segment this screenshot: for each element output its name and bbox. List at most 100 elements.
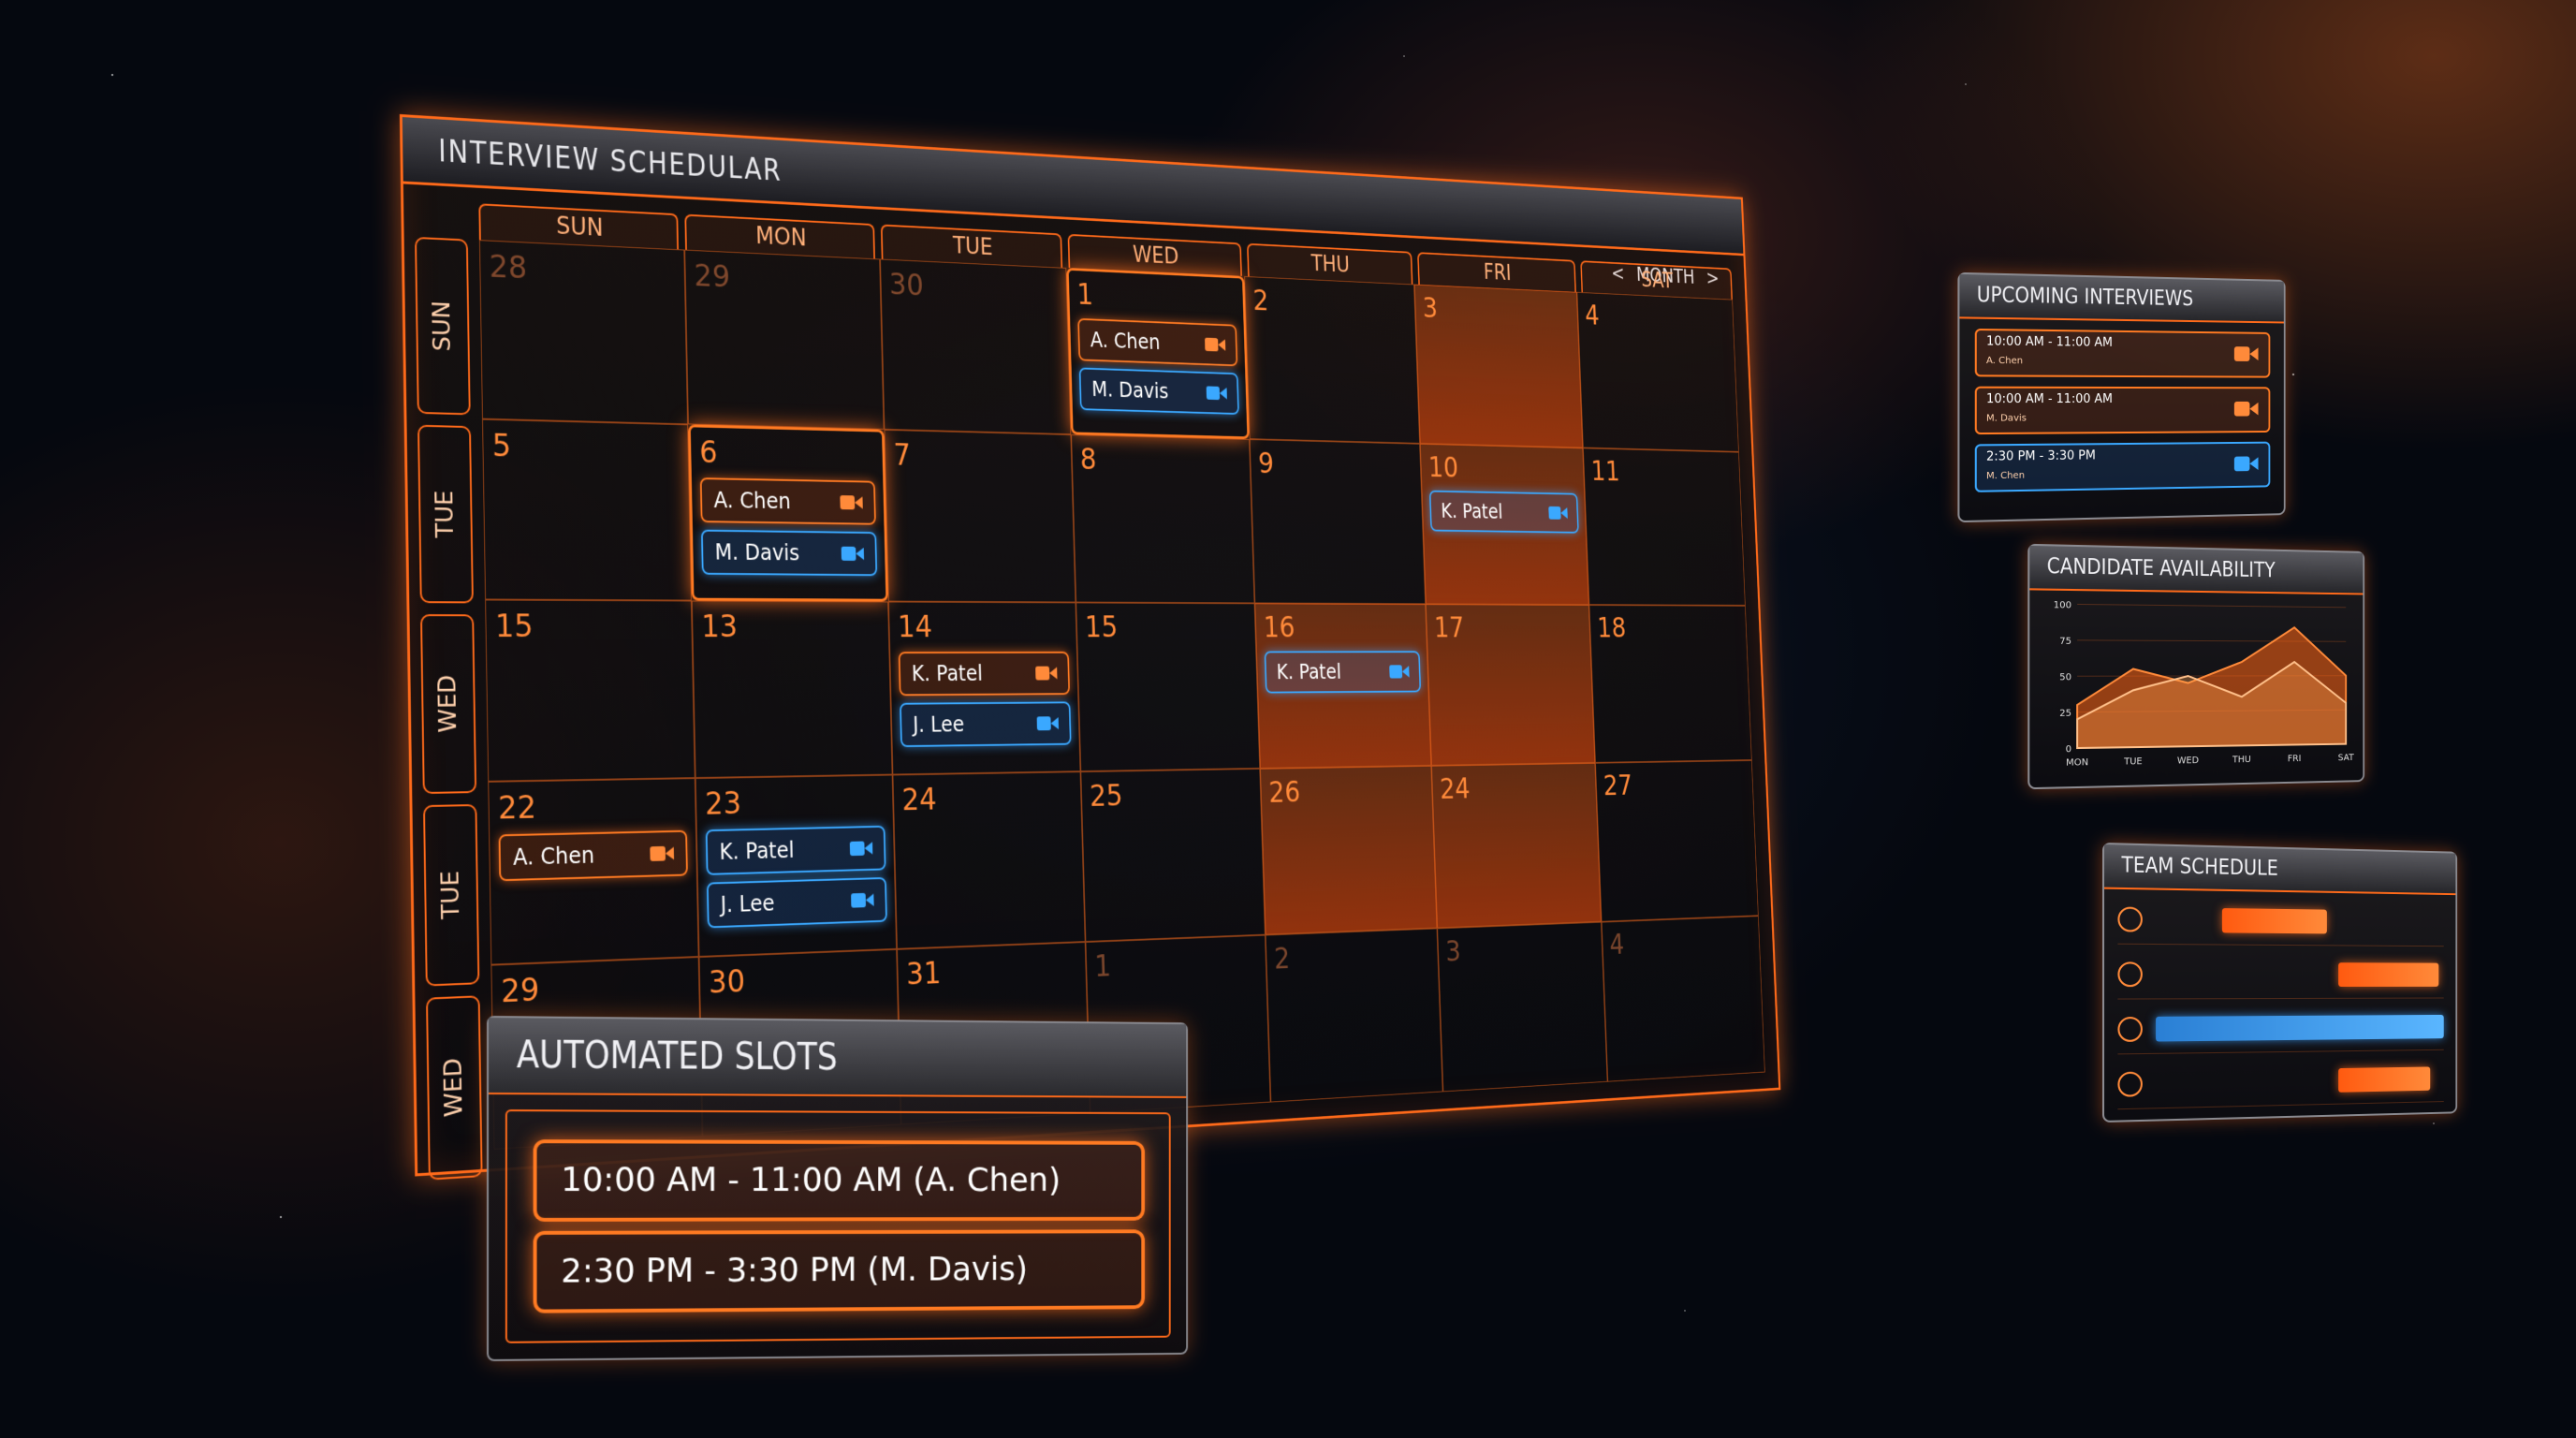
team-schedule-bar[interactable] <box>2337 962 2438 987</box>
interview-event-chip[interactable]: J. Lee <box>706 876 887 929</box>
team-rows <box>2104 895 2455 1110</box>
interview-event-chip[interactable]: K. Patel <box>898 651 1071 697</box>
calendar-day-cell[interactable]: 5 <box>482 418 692 601</box>
calendar-day-cell[interactable]: 13 <box>691 600 893 779</box>
video-camera-icon[interactable] <box>2234 400 2259 418</box>
team-schedule-bar[interactable] <box>2221 908 2327 934</box>
calendar-day-cell[interactable]: 2 <box>1265 928 1443 1103</box>
team-member-row[interactable] <box>2117 895 2444 947</box>
calendar-day-cell[interactable]: 15 <box>1076 602 1261 772</box>
calendar-day-cell[interactable]: 29 <box>684 249 885 430</box>
day-number: 31 <box>905 955 942 993</box>
calendar-day-cell[interactable]: 24 <box>1431 762 1602 929</box>
team-member-row[interactable] <box>2117 949 2444 1000</box>
video-camera-icon[interactable] <box>2234 454 2259 473</box>
automated-slots-title: AUTOMATED SLOTS <box>488 1018 1187 1098</box>
interview-event-chip[interactable]: K. Patel <box>705 825 886 875</box>
video-camera-icon[interactable] <box>1035 665 1058 682</box>
interview-event-chip[interactable]: A. Chen <box>498 829 688 882</box>
video-camera-icon[interactable] <box>2234 345 2259 363</box>
video-camera-icon[interactable] <box>1389 664 1410 681</box>
calendar-day-cell[interactable]: 24 <box>892 771 1086 949</box>
week-label[interactable]: TUE <box>417 424 474 604</box>
interview-event-chip[interactable]: A. Chen <box>699 477 876 525</box>
x-tick-label: MON <box>2066 757 2088 769</box>
calendar-day-cell[interactable]: 4 <box>1601 916 1765 1082</box>
calendar-day-cell[interactable]: 3 <box>1413 284 1584 448</box>
calendar-day-cell[interactable]: 30 <box>880 258 1072 435</box>
calendar-day-cell[interactable]: 9 <box>1249 439 1427 605</box>
week-label[interactable]: WED <box>419 614 477 795</box>
y-tick-label: 0 <box>2066 744 2071 755</box>
video-camera-icon[interactable] <box>1037 714 1060 732</box>
calendar-day-cell[interactable]: 26 <box>1260 765 1438 935</box>
day-number: 22 <box>497 788 537 828</box>
calendar-day-cell[interactable]: 2 <box>1244 275 1420 444</box>
y-tick-label: 50 <box>2059 672 2071 682</box>
calendar-day-cell[interactable]: 22 A. Chen <box>488 778 699 965</box>
automated-slot[interactable]: 2:30 PM - 3:30 PM (M. Davis) <box>533 1229 1146 1313</box>
automated-slot[interactable]: 10:00 AM - 11:00 AM (A. Chen) <box>533 1139 1146 1222</box>
video-camera-icon[interactable] <box>1205 336 1225 354</box>
day-number: 17 <box>1433 611 1465 645</box>
interview-event-chip[interactable]: K. Patel <box>1264 651 1422 694</box>
x-tick-label: FRI <box>2288 754 2301 764</box>
week-label[interactable]: TUE <box>423 803 480 987</box>
calendar-day-cell[interactable]: 27 <box>1595 759 1759 922</box>
team-schedule-bar[interactable] <box>2156 1014 2444 1042</box>
video-camera-icon[interactable] <box>842 545 865 563</box>
day-number: 24 <box>901 782 937 818</box>
calendar-day-cell[interactable]: 4 <box>1576 291 1739 452</box>
video-camera-icon[interactable] <box>850 839 873 858</box>
availability-title: CANDIDATE AVAILABILITY <box>2029 545 2364 595</box>
calendar-day-cell[interactable]: 11 <box>1583 448 1746 606</box>
interview-event-chip[interactable]: M. Davis <box>1078 367 1239 415</box>
video-camera-icon[interactable] <box>1207 385 1227 403</box>
calendar-day-cell[interactable]: 3 <box>1437 921 1608 1093</box>
video-camera-icon[interactable] <box>1548 505 1568 521</box>
week-label[interactable]: WED <box>426 995 483 1181</box>
video-camera-icon[interactable] <box>851 891 874 910</box>
day-number: 30 <box>708 962 746 1002</box>
calendar-day-cell[interactable]: 8 <box>1071 434 1255 604</box>
calendar-day-cell[interactable]: 18 <box>1588 605 1752 763</box>
interview-event-chip[interactable]: K. Patel <box>1428 490 1579 534</box>
x-tick-label: THU <box>2232 755 2251 765</box>
calendar-day-cell[interactable]: 15 <box>485 599 695 782</box>
team-schedule-panel: TEAM SCHEDULE <box>2101 842 2458 1123</box>
calendar-day-cell[interactable]: 17 <box>1426 604 1596 766</box>
calendar-day-cell[interactable]: 25 <box>1080 768 1266 943</box>
upcoming-time: 10:00 AM - 11:00 AM <box>1985 334 2113 350</box>
day-number: 2 <box>1273 941 1291 976</box>
video-camera-icon[interactable] <box>840 493 863 511</box>
team-member-icon <box>2117 1071 2143 1097</box>
x-tick-label: WED <box>2177 756 2199 766</box>
interview-event-chip[interactable]: J. Lee <box>900 701 1072 748</box>
upcoming-title: UPCOMING INTERVIEWS <box>1959 273 2284 324</box>
team-schedule-bar[interactable] <box>2337 1066 2431 1093</box>
interview-event-chip[interactable]: A. Chen <box>1077 317 1238 367</box>
calendar-day-cell[interactable]: 7 <box>884 429 1076 603</box>
team-member-row[interactable] <box>2117 1055 2444 1110</box>
event-candidate-name: K. Patel <box>1276 660 1342 684</box>
event-candidate-name: A. Chen <box>512 842 595 871</box>
team-member-row[interactable] <box>2117 1004 2444 1055</box>
day-number: 3 <box>1422 291 1439 326</box>
interview-event-chip[interactable]: M. Davis <box>700 529 878 577</box>
video-camera-icon[interactable] <box>650 844 674 863</box>
calendar-day-cell[interactable]: 28 <box>478 240 689 425</box>
day-number: 2 <box>1252 284 1269 318</box>
week-label[interactable]: SUN <box>415 236 471 416</box>
day-number: 1 <box>1093 948 1112 985</box>
